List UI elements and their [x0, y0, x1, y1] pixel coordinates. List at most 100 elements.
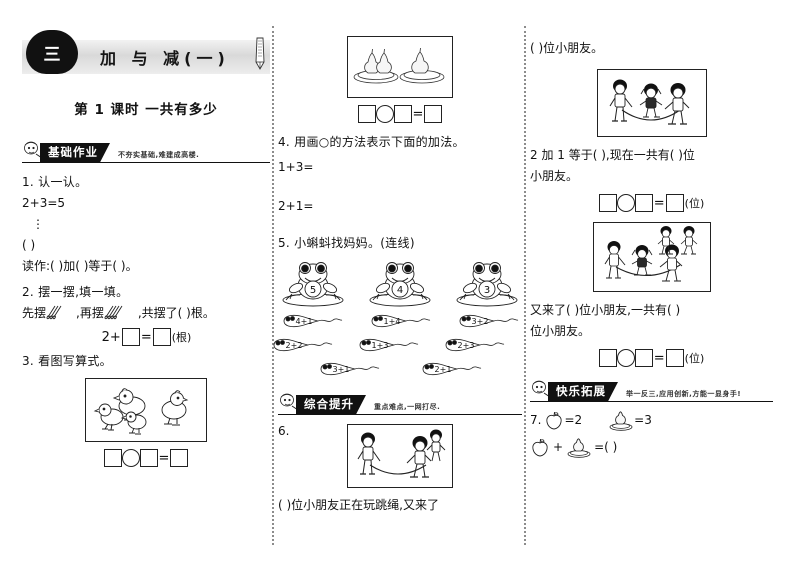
- pencil-icon: [252, 36, 268, 72]
- tadpole-equation: 2+2: [286, 341, 303, 350]
- q2-title: 2. 摆一摆,填一填。: [22, 285, 129, 299]
- q1-read-as[interactable]: 读作:( )加( )等于( )。: [22, 259, 138, 273]
- q4-item-2[interactable]: 2+1=: [278, 199, 314, 213]
- frog-2[interactable]: 4: [365, 256, 435, 308]
- equals-sign: =: [653, 195, 665, 211]
- column-divider-1: [272, 26, 274, 545]
- answer-box[interactable]: [665, 194, 684, 212]
- unit-number-badge: 三: [26, 30, 78, 74]
- left-column: 三 加 与 减(一) 第 1 课时 一共有多少: [22, 24, 270, 547]
- answer-box[interactable]: [665, 349, 684, 367]
- tadpole-equation: 3+1: [333, 365, 350, 374]
- equals-sign: =: [653, 350, 665, 366]
- answer-box[interactable]: [103, 449, 122, 467]
- answer-box[interactable]: [357, 105, 376, 123]
- q1-title: 1. 认一认。: [22, 175, 88, 189]
- q1-vertical-dots: ⋮: [32, 217, 44, 231]
- tadpole-equation: 3+2: [472, 317, 489, 326]
- answer-box[interactable]: [634, 349, 653, 367]
- right-column: ( )位小朋友。: [530, 24, 773, 547]
- tadpole[interactable]: 2+3: [442, 336, 506, 354]
- jumprope-3kids-frame: [596, 69, 707, 137]
- section-banner-improve: 综合提升 重点难点,一网打尽.: [278, 392, 522, 415]
- answer-circle[interactable]: [616, 349, 635, 367]
- q4-title: 4. 用画○的方法表示下面的加法。: [278, 135, 465, 149]
- tadpole[interactable]: 2+2: [270, 336, 334, 354]
- tadpole[interactable]: 1+4: [368, 312, 432, 330]
- answer-box[interactable]: [170, 449, 189, 467]
- frog-3[interactable]: 3: [452, 256, 522, 308]
- answer-box[interactable]: [598, 194, 617, 212]
- frog-number: 3: [484, 285, 490, 296]
- section-tag-extend: 快乐拓展: [548, 382, 618, 401]
- tadpole-equation: 2+3: [458, 341, 475, 350]
- section-subtitle-extend: 举一反三,应用创新,方能一显身手!: [626, 390, 742, 398]
- student-face-icon: [22, 140, 44, 160]
- unit-title-banner: 三 加 与 减(一): [22, 30, 270, 74]
- sticks-group-4: [104, 304, 138, 320]
- section-tag-basic: 基础作业: [40, 143, 110, 162]
- answer-box[interactable]: [121, 328, 140, 346]
- q6-text3[interactable]: 2 加 1 等于( ),现在一共有( )位: [530, 148, 695, 162]
- q7-apple-equation: =2: [564, 413, 583, 427]
- q6-number: 6.: [278, 424, 290, 438]
- sticks-group-3: [46, 304, 76, 320]
- answer-box[interactable]: [152, 328, 171, 346]
- q1-equation: 2+3=5: [22, 196, 66, 210]
- q2-formula-unit: (根): [171, 331, 192, 344]
- lesson-title: 第 1 课时 一共有多少: [74, 102, 218, 118]
- q4-item-1[interactable]: 1+3=: [278, 160, 314, 174]
- answer-circle[interactable]: [121, 449, 140, 467]
- equals-sign: =: [158, 450, 170, 466]
- pears-picture-frame: [347, 36, 453, 98]
- tadpole[interactable]: 1+3: [356, 336, 420, 354]
- chicks-picture: [93, 388, 189, 435]
- q6-answer-row-1: = (位): [530, 194, 773, 212]
- section-subtitle-improve: 重点难点,一网打尽.: [374, 403, 441, 411]
- tadpole-equation: 1+3: [372, 341, 389, 350]
- q7-result[interactable]: =( ): [594, 440, 618, 454]
- section-subtitle-basic: 不夯实基础,难建成高楼.: [118, 151, 200, 159]
- tadpole-equation: 2+1: [435, 365, 452, 374]
- q2-sticks-line: 先摆 ,再摆 ,共摆了( )根。: [22, 303, 270, 324]
- jumprope-2kids-frame: [347, 424, 453, 488]
- answer-box[interactable]: [139, 449, 158, 467]
- q2-text-b: ,再摆: [76, 306, 104, 320]
- q2-formula-equals: =: [140, 329, 152, 345]
- apple-icon: [530, 438, 550, 458]
- tadpole-equation: 4+1: [296, 317, 313, 326]
- tadpole[interactable]: 2+1: [419, 360, 483, 378]
- q6-box-unit-2: (位): [684, 352, 705, 365]
- answer-box[interactable]: [634, 194, 653, 212]
- section-tag-improve: 综合提升: [296, 395, 366, 414]
- student-face-icon: [278, 392, 300, 412]
- q1-blank-paren[interactable]: ( ): [22, 238, 36, 252]
- q7-line-1: 7. =2 =3: [530, 410, 773, 431]
- q2-text-c[interactable]: ,共摆了( )根。: [137, 306, 215, 320]
- frog-number: 5: [310, 285, 316, 296]
- answer-circle[interactable]: [616, 194, 635, 212]
- answer-box[interactable]: [598, 349, 617, 367]
- answer-circle[interactable]: [375, 105, 394, 123]
- q7-pear-equation: =3: [634, 413, 652, 427]
- tadpole-equation: 1+4: [384, 317, 401, 326]
- answer-box[interactable]: [393, 105, 412, 123]
- q2-text-a: 先摆: [22, 306, 47, 320]
- column-divider-2: [524, 26, 526, 545]
- equals-sign: =: [412, 106, 424, 122]
- q6-text2[interactable]: ( )位小朋友。: [530, 41, 604, 55]
- apple-icon: [544, 411, 564, 431]
- q2-formula-row: 2+ = (根): [22, 328, 270, 346]
- frog-1[interactable]: 5: [278, 256, 348, 308]
- q6-text5[interactable]: 又来了( )位小朋友,一共有( ): [530, 303, 681, 317]
- unit-title-text: 加 与 减(一): [100, 49, 230, 68]
- q2-formula-prefix: 2+: [101, 329, 121, 345]
- tadpole[interactable]: 4+1: [280, 312, 344, 330]
- tadpole-row-3: 3+1 2+1: [278, 360, 522, 378]
- answer-box[interactable]: [424, 105, 443, 123]
- q6-text1[interactable]: ( )位小朋友正在玩跳绳,又来了: [278, 498, 439, 512]
- tadpole[interactable]: 3+2: [456, 312, 520, 330]
- five-kids-jumping-rope-picture: [604, 226, 697, 282]
- tadpole[interactable]: 3+1: [317, 360, 381, 378]
